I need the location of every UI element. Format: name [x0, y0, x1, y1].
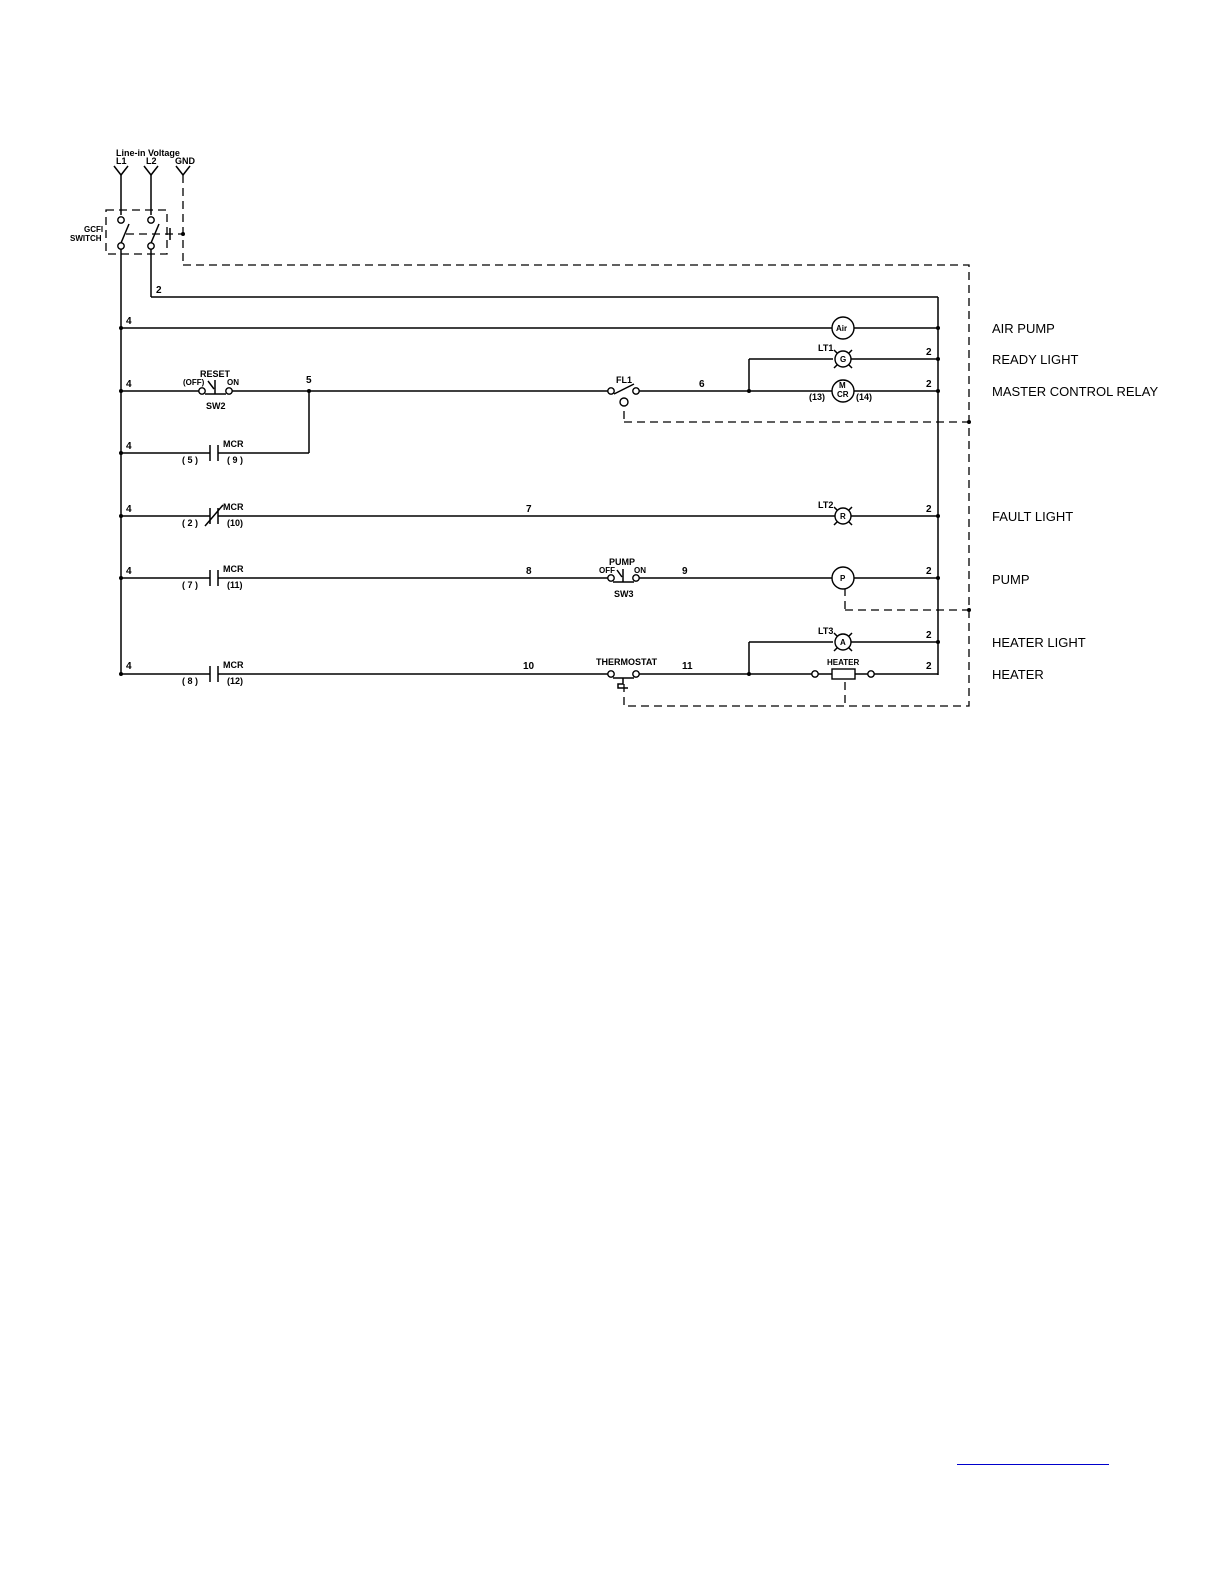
svg-text:RESET: RESET — [200, 369, 231, 379]
wire-number-4-r6: 4 — [126, 661, 132, 672]
svg-text:MCR: MCR — [223, 564, 244, 574]
reset-switch-sw2: RESET (OFF) ON SW2 — [183, 369, 239, 411]
svg-text:G: G — [840, 355, 846, 364]
svg-text:LT1: LT1 — [818, 343, 833, 353]
wire-number-4-r3: 4 — [126, 441, 132, 452]
heater-element: HEATER — [811, 658, 875, 680]
rung-master-control: 4 RESET (OFF) ON SW2 5 FL1 6 — [119, 343, 940, 411]
ready-light-lt1: LT1 G — [818, 343, 853, 369]
svg-text:LT2: LT2 — [818, 500, 833, 510]
gcfi-label-line2: SWITCH — [70, 234, 102, 243]
svg-text:FL1: FL1 — [616, 375, 632, 385]
svg-text:CR: CR — [837, 390, 849, 399]
wire-number-4-r1: 4 — [126, 316, 132, 327]
desc-pump: PUMP — [992, 572, 1030, 587]
desc-air-pump: AIR PUMP — [992, 321, 1055, 336]
svg-text:SW2: SW2 — [206, 401, 226, 411]
wire-number-2-r4: 2 — [926, 504, 932, 515]
master-control-relay-coil: M CR (13) (14) — [809, 379, 872, 403]
wire-number-2-top: 2 — [156, 285, 162, 296]
terminal-gnd-label: GND — [175, 156, 196, 166]
terminal-l2-label: L2 — [146, 156, 157, 166]
svg-text:( 8 ): ( 8 ) — [182, 676, 198, 686]
rung-heater: 4 MCR ( 8 ) (12) 10 THERMOSTAT 11 LT3 — [119, 626, 940, 689]
heater-light-lt3: LT3 A — [818, 626, 853, 652]
pump-switch-sw3: PUMP OFF ON SW3 — [599, 557, 646, 599]
svg-text:ON: ON — [634, 566, 646, 575]
rung-fault-light: 4 MCR ( 2 ) (10) 7 LT2 R 2 — [119, 500, 940, 528]
footer-link-underline[interactable] — [957, 1452, 1109, 1465]
wire-number-9: 9 — [682, 566, 688, 577]
desc-heater-light: HEATER LIGHT — [992, 635, 1086, 650]
desc-fault-light: FAULT LIGHT — [992, 509, 1073, 524]
svg-text:OFF: OFF — [599, 566, 615, 575]
svg-text:PUMP: PUMP — [609, 557, 635, 567]
terminal-l1-label: L1 — [116, 156, 127, 166]
float-switch-fl1: FL1 — [607, 375, 640, 407]
wire-number-4-r4: 4 — [126, 504, 132, 515]
mcr-contact-nc-2-10: MCR ( 2 ) (10) — [182, 502, 244, 528]
terminal-l1-arrow — [113, 165, 129, 177]
svg-text:HEATER: HEATER — [827, 658, 860, 667]
desc-heater: HEATER — [992, 667, 1044, 682]
pump-motor-label: P — [840, 574, 846, 583]
svg-text:( 2 ): ( 2 ) — [182, 518, 198, 528]
rung-mcr-seal-in: 4 MCR ( 5 ) ( 9 ) — [119, 391, 310, 465]
svg-text:( 5 ): ( 5 ) — [182, 455, 198, 465]
svg-text:A: A — [840, 638, 846, 647]
wire-number-2-r6b: 2 — [926, 661, 932, 672]
svg-text:MCR: MCR — [223, 660, 244, 670]
thermostat-switch: THERMOSTAT — [596, 657, 658, 689]
wire-number-4-r5: 4 — [126, 566, 132, 577]
rung-pump: 4 MCR ( 7 ) (11) 8 PUMP OFF ON SW3 9 P 2 — [119, 557, 940, 599]
svg-text:(10): (10) — [227, 518, 243, 528]
wire-number-2-r2a: 2 — [926, 347, 932, 358]
svg-text:(OFF): (OFF) — [183, 378, 205, 387]
wire-number-10: 10 — [523, 661, 535, 672]
svg-text:LT3: LT3 — [818, 626, 833, 636]
svg-text:(11): (11) — [227, 580, 243, 590]
wire-number-2-r6a: 2 — [926, 630, 932, 641]
svg-text:( 7 ): ( 7 ) — [182, 580, 198, 590]
svg-text:SW3: SW3 — [614, 589, 634, 599]
svg-text:(13): (13) — [809, 392, 825, 402]
fault-light-lt2: LT2 R — [818, 500, 853, 526]
wire-number-7: 7 — [526, 504, 532, 515]
rung-descriptions: AIR PUMP READY LIGHT MASTER CONTROL RELA… — [992, 321, 1158, 682]
wire-number-2-r5: 2 — [926, 566, 932, 577]
mcr-contact-8-12: MCR ( 8 ) (12) — [182, 660, 244, 686]
svg-text:(12): (12) — [227, 676, 243, 686]
terminal-gnd-arrow — [175, 165, 191, 177]
mcr-contact-7-11: MCR ( 7 ) (11) — [182, 564, 244, 590]
svg-text:R: R — [840, 512, 846, 521]
wire-number-8: 8 — [526, 566, 532, 577]
ground-path — [183, 264, 971, 707]
wire-number-11: 11 — [682, 661, 693, 672]
svg-text:M: M — [839, 381, 846, 390]
mcr-contact-5-9: MCR ( 5 ) ( 9 ) — [182, 439, 244, 465]
svg-text:(14): (14) — [856, 392, 872, 402]
gcfi-switch-box — [105, 209, 168, 255]
gcfi-label-line1: GCFI — [84, 225, 103, 234]
svg-text:THERMOSTAT: THERMOSTAT — [596, 657, 658, 667]
svg-text:ON: ON — [227, 378, 239, 387]
wire-number-5: 5 — [306, 375, 312, 386]
wire-number-6: 6 — [699, 379, 705, 390]
svg-text:MCR: MCR — [223, 439, 244, 449]
air-pump-symbol-label: Air — [836, 324, 847, 333]
desc-ready-light: READY LIGHT — [992, 352, 1079, 367]
terminal-l2-arrow — [143, 165, 159, 177]
wire-number-2-r2b: 2 — [926, 379, 932, 390]
power-supply: Line-in Voltage L1 L2 GND GCFI SWITCH — [70, 148, 196, 675]
desc-master-control-relay: MASTER CONTROL RELAY — [992, 384, 1158, 399]
wire-number-4-r2: 4 — [126, 379, 132, 390]
rung-air-pump: Air 4 — [119, 316, 940, 340]
svg-text:( 9 ): ( 9 ) — [227, 455, 243, 465]
svg-text:MCR: MCR — [223, 502, 244, 512]
supply-title: Line-in Voltage — [116, 148, 180, 158]
gcfi-contact-l1 — [120, 223, 130, 244]
